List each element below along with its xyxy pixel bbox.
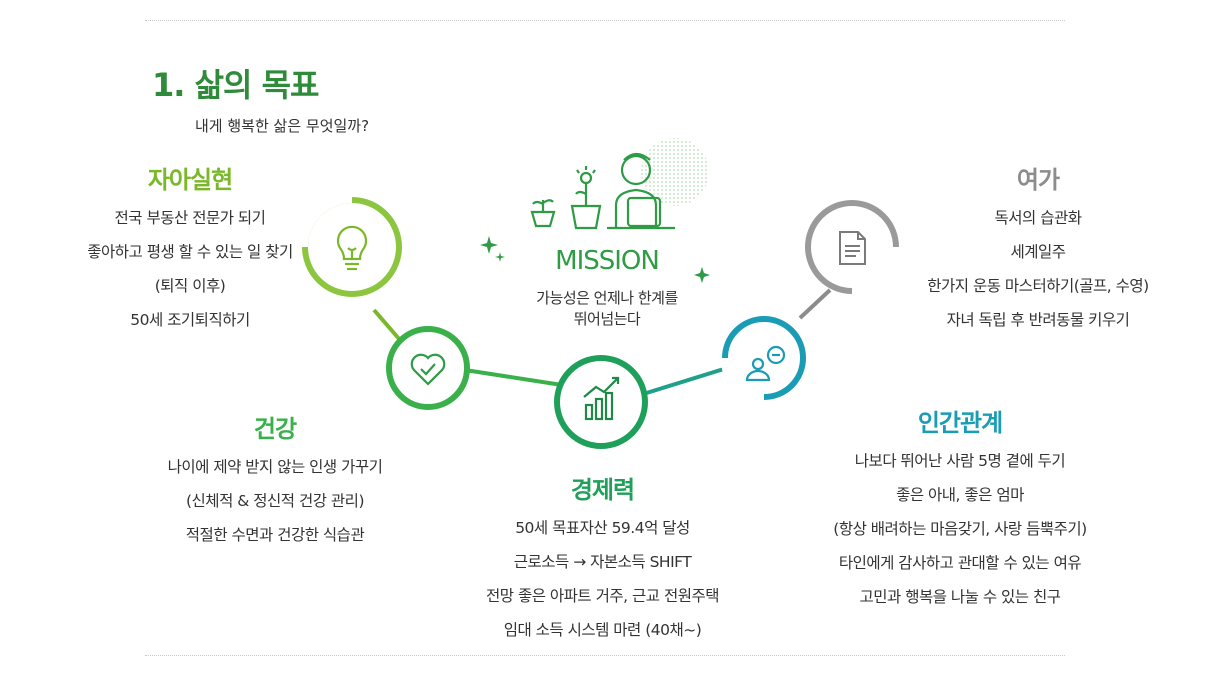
bar-chart-icon (583, 376, 620, 421)
economy-node (554, 355, 648, 449)
self-realization-item: 좋아하고 평생 할 수 있는 일 찾기 (87, 243, 293, 261)
mission-title: MISSION (555, 246, 660, 276)
economy-item: 근로소득 → 자본소득 SHIFT (513, 553, 692, 571)
leisure-item: 자녀 독립 후 반려동물 키우기 (946, 311, 1130, 329)
relationships-title: 인간관계 (917, 409, 1003, 437)
relationships-item: 타인에게 감사하고 관대할 수 있는 여유 (838, 554, 1082, 572)
self-realization-block: 자아실현 전국 부동산 전문가 되기 좋아하고 평생 할 수 있는 일 찾기 (… (30, 160, 350, 337)
relationships-block: 인간관계 나보다 뛰어난 사람 5명 곁에 두기 좋은 아내, 좋은 엄마 (항… (775, 403, 1145, 614)
economy-block: 경제력 50세 목표자산 59.4억 달성 근로소득 → 자본소득 SHIFT … (430, 470, 775, 647)
connector-lines (372, 288, 832, 397)
mission-line: 가능성은 언제나 한계를 (536, 289, 678, 307)
person-chat-icon (745, 345, 786, 382)
health-block: 건강 나이에 제약 받지 않는 인생 가꾸기 (신체적 & 정신적 건강 관리)… (115, 409, 435, 552)
leisure-title: 여가 (1016, 166, 1060, 194)
self-realization-title: 자아실현 (147, 166, 233, 194)
page-title: 1. 삶의 목표 (152, 66, 319, 104)
heart-check-icon (410, 353, 446, 386)
economy-item: 임대 소득 시스템 마련 (40채~) (503, 621, 702, 639)
plant-pots-icon (530, 166, 602, 230)
relationships-item: (항상 배려하는 마음갖기, 사랑 듬뿍주기) (833, 520, 1087, 538)
top-divider (145, 20, 1065, 21)
leisure-item: 세계일주 (1010, 243, 1066, 261)
health-item: (신체적 & 정신적 건강 관리) (186, 492, 365, 510)
health-item: 나이에 제약 받지 않는 인생 가꾸기 (167, 458, 383, 476)
health-title: 건강 (253, 415, 297, 443)
sparkle-icon (480, 236, 710, 283)
leisure-node (805, 200, 901, 296)
self-realization-item: (퇴직 이후) (154, 277, 226, 295)
relationships-item: 고민과 행복을 나눌 수 있는 친구 (859, 588, 1061, 606)
person-icon (607, 152, 675, 230)
relationships-item: 좋은 아내, 좋은 엄마 (896, 486, 1024, 504)
lightbulb-icon (336, 225, 368, 271)
mission-subtitle: 가능성은 언제나 한계를 뛰어넘는다 (512, 288, 702, 330)
self-realization-item: 50세 조기퇴직하기 (130, 311, 250, 329)
leisure-item: 한가지 운동 마스터하기(골프, 수영) (927, 277, 1149, 295)
health-node (386, 326, 470, 410)
mission-line: 뛰어넘는다 (573, 310, 641, 328)
bottom-divider (145, 655, 1065, 656)
economy-item: 전망 좋은 아파트 거주, 근교 전원주택 (486, 587, 719, 605)
mission-illustration (480, 138, 710, 283)
economy-item: 50세 목표자산 59.4억 달성 (515, 519, 690, 537)
self-realization-node (298, 193, 402, 297)
document-icon (839, 231, 866, 265)
self-realization-item: 전국 부동산 전문가 되기 (114, 209, 266, 227)
page-subtitle: 내게 행복한 삶은 무엇일까? (195, 117, 370, 135)
economy-title: 경제력 (570, 476, 635, 504)
relationships-node (720, 316, 806, 402)
leisure-item: 독서의 습관화 (994, 209, 1083, 227)
relationships-item: 나보다 뛰어난 사람 5명 곁에 두기 (854, 452, 1066, 470)
leisure-block: 여가 독서의 습관화 세계일주 한가지 운동 마스터하기(골프, 수영) 자녀 … (868, 160, 1207, 337)
health-item: 적절한 수면과 건강한 식습관 (185, 526, 365, 544)
